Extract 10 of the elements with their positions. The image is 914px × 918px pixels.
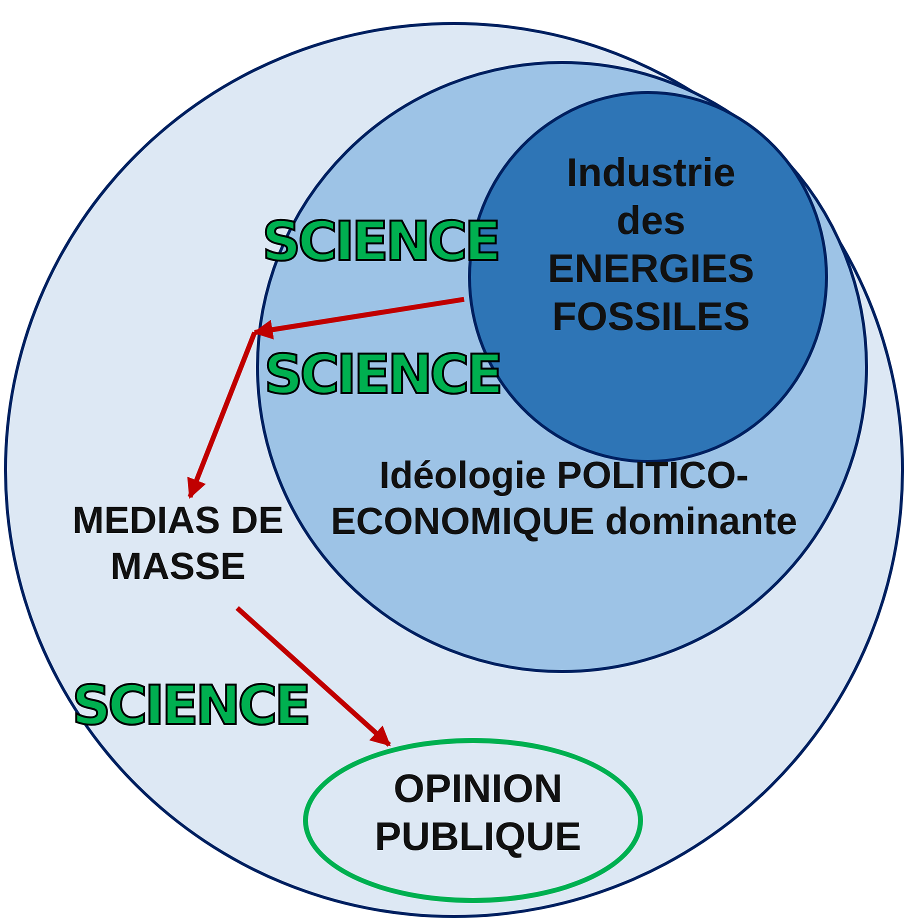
arrow	[187, 332, 257, 499]
arrow	[236, 606, 391, 747]
edge-label: SCIENCE	[72, 676, 308, 736]
arrow	[252, 296, 464, 340]
node-label: Industrie des ENERGIES FOSSILES	[546, 150, 756, 341]
node-label: OPINION PUBLIQUE	[374, 766, 582, 861]
edge-label: SCIENCE	[264, 345, 500, 404]
node-label: Idéologie POLITICO-ECONOMIQUE dominante	[330, 454, 798, 545]
node-label: MEDIAS DE MASSE	[63, 499, 293, 611]
ellipse-node	[303, 738, 643, 903]
